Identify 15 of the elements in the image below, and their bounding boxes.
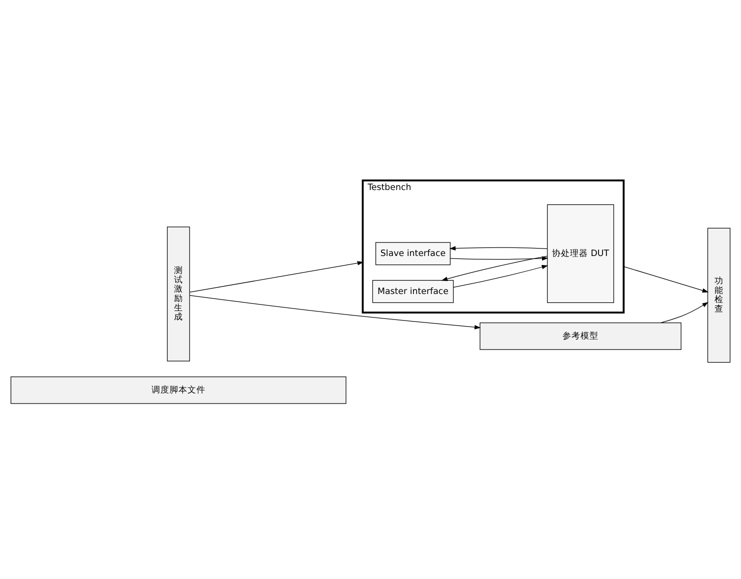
arrow <box>450 256 548 261</box>
arrow <box>190 295 481 330</box>
node-box: Master interface <box>372 280 454 303</box>
node-box: 调度脚本文件 <box>10 376 346 404</box>
node-box: 协处理器 DUT <box>547 204 614 303</box>
arrow <box>453 264 548 288</box>
node-box: 参考模型 <box>480 322 682 350</box>
arrow <box>441 256 548 281</box>
arrow <box>189 261 364 292</box>
node-box: 测试激励生成 <box>166 226 190 362</box>
arrow <box>623 266 709 293</box>
arrow <box>449 246 548 250</box>
arrow <box>660 302 708 324</box>
node-box: Slave interface <box>375 242 451 266</box>
node-box: 功能检查 <box>707 228 730 363</box>
